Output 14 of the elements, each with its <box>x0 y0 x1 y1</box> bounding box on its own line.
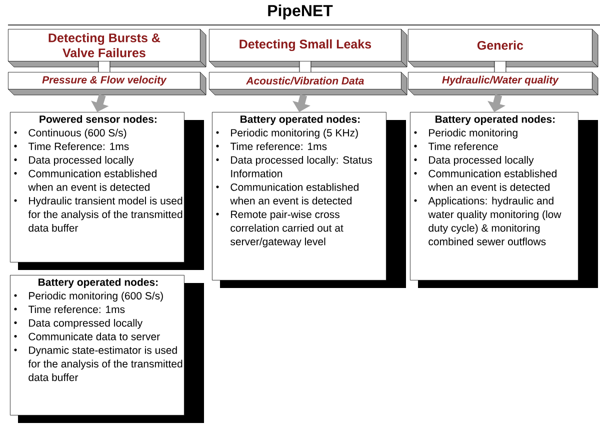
info-box: Battery operated nodes: Periodic monitoring (5 KHz) Time reference: 1ms Data processed locally: Status Information Communication established when an event is detected Remote pair-wise cross correlation carried out at server/gateway level <box>212 112 406 288</box>
connector-bar <box>98 61 110 72</box>
connector-bar <box>494 61 506 72</box>
info-box: Powered sensor nodes: Continuous (600 S/s) Time Reference: 1ms Data processed locally Communication established when an event is detected Hydraulic transient model is used for the analysis of the transmitted data buffer <box>10 112 204 270</box>
info-box: Battery operated nodes: Periodic monitoring Time reference Data processed locally Communication established when an event is detected Applications: hydraulic and water quality monitoring (low duty cycle) & monitoring combined sewer outflows <box>410 112 598 288</box>
category-box: Detecting Bursts & Valve Failures <box>8 28 206 68</box>
data-type-box: Hydraulic/Water quality <box>408 72 598 96</box>
data-type-box: Pressure & Flow velocity <box>8 72 206 96</box>
title: PipeNET <box>268 4 333 20</box>
category-box: Generic <box>408 28 598 68</box>
data-type-box: Acoustic/Vibration Data <box>208 72 408 96</box>
connector-bar <box>299 61 312 72</box>
category-box: Detecting Small Leaks <box>208 28 408 68</box>
info-box: Battery operated nodes: Periodic monitoring (600 S/s) Time reference: 1ms Data compressed locally Communicate data to server Dynamic state-estimator is used for the analysis of the transmitted data buffer <box>10 275 204 423</box>
